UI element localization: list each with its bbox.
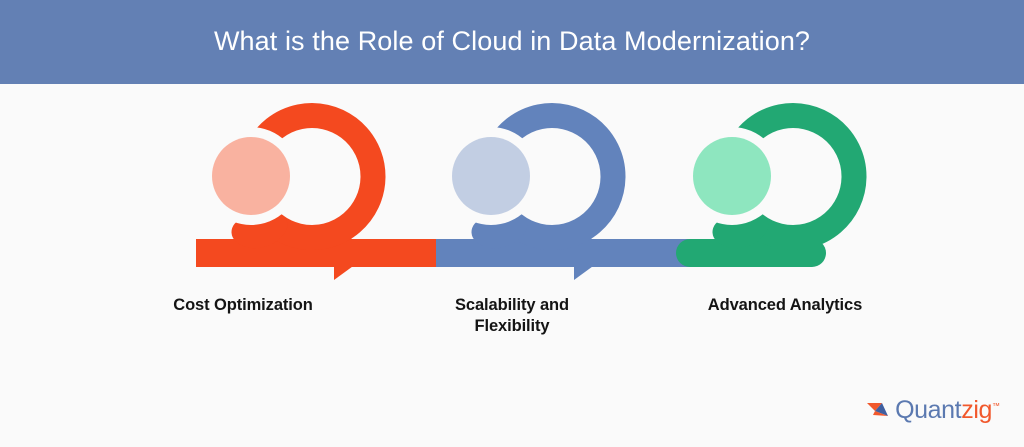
brand-logo[interactable]: Quantzig™ — [866, 397, 1000, 423]
step-3-inner-circle — [693, 137, 771, 215]
step-1-inner-circle — [212, 137, 290, 215]
step-1-group[interactable] — [196, 116, 479, 280]
step-3-label-line-1: Advanced Analytics — [707, 296, 863, 314]
page-title: What is the Role of Cloud in Data Modern… — [213, 26, 811, 57]
quantzig-arrow-mark-icon — [867, 403, 889, 416]
step-1-label: Cost Optimization — [143, 295, 343, 316]
brand-wordmark: Quantzig™ — [895, 395, 1000, 424]
step-3-label: Advanced Analytics — [685, 295, 885, 316]
process-flow-diagram: Cost Optimization Scalability and Flexib… — [0, 84, 1024, 447]
step-2-inner-circle — [452, 137, 530, 215]
step-2-label-line-1: Scalability and — [454, 296, 570, 314]
brand-name-primary: Quant — [895, 395, 962, 424]
header-band: What is the Role of Cloud in Data Modern… — [0, 0, 1024, 84]
step-2-label-line-2: Flexibility — [474, 317, 550, 336]
step-2-label: Scalability and Flexibility — [412, 295, 612, 338]
step-1-label-line-1: Cost Optimization — [173, 296, 313, 314]
brand-name-accent: zig — [961, 395, 992, 424]
process-flow-graphic — [196, 84, 1024, 280]
step-3-group[interactable] — [676, 116, 854, 267]
trademark-symbol: ™ — [992, 401, 1000, 411]
